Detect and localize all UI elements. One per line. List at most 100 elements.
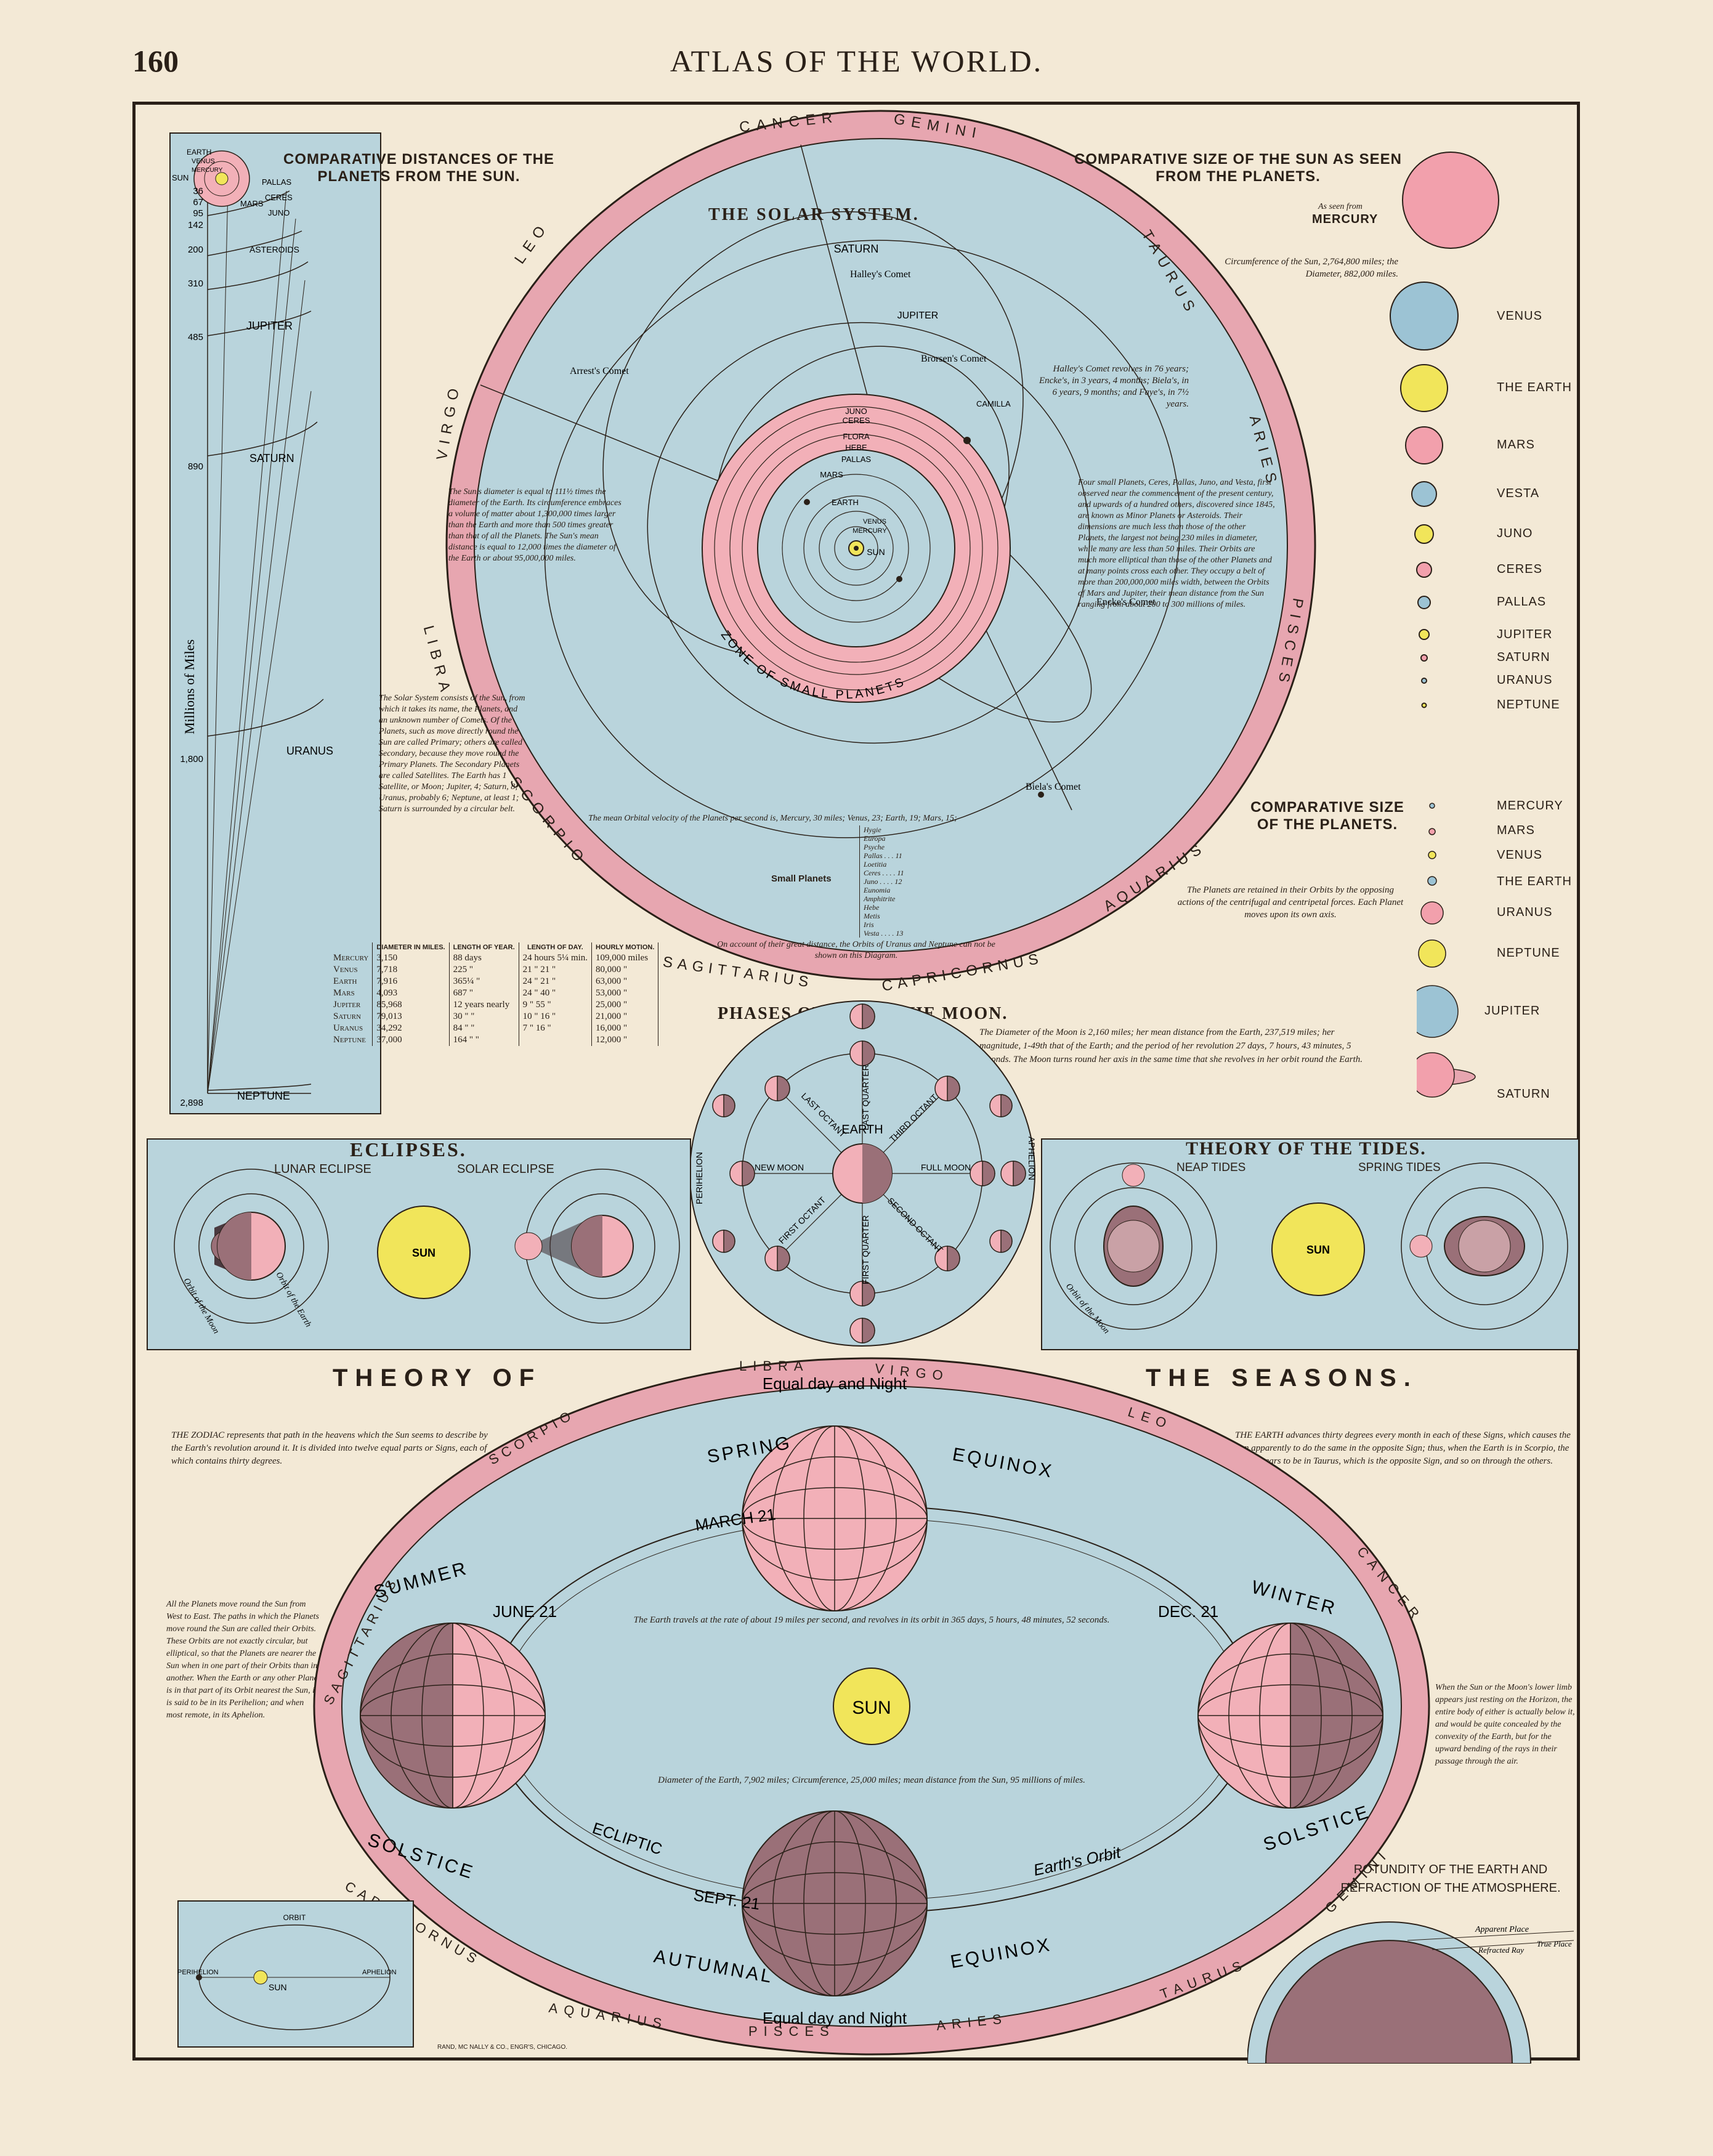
sun-from-earth: THE EARTH [1497,381,1572,394]
earth-travel-note: The Earth travels at the rate of about 1… [633,1615,1110,1625]
note-small-planets: Four small Planets, Ceres, Pallas, Juno,… [1078,478,1275,609]
distances-band-mars: MARS [240,199,264,208]
tides-title: THEORY OF THE TIDES. [1186,1138,1427,1159]
sun-from-uranus: URANUS [1497,673,1553,687]
sun-from-saturn: SATURN [1497,650,1550,664]
planet-size-mars: MARS [1497,824,1535,837]
june-label: JUNE 21 [493,1602,557,1621]
solar-ceres-label: CERES [843,416,870,425]
small-planets-list: Hygie Europa Psyche Pallas . . . 11 Loet… [859,825,937,938]
engraver-credit: RAND, MC NALLY & CO., ENGR'S, CHICAGO. [437,2044,568,2051]
distances-band-mercury: MERCURY [192,167,223,174]
table-cell: 85,968 [372,999,450,1011]
table-cell: 24 " 21 " [519,976,593,987]
table-cell: 21,000 " [591,1011,659,1023]
solar-flora-label: FLORA [843,432,870,441]
dec-label: DEC. 21 [1158,1602,1218,1621]
table-header-hourly: HOURLY MOTION. [591,942,659,952]
small-planet-item: Hebe [864,903,880,912]
small-planet-item: Eunomia [864,886,891,894]
table-cell: 109,000 miles [591,952,659,964]
solar-mars-label: MARS [820,470,843,479]
distances-band-juno: JUNO [268,208,290,217]
solar-system-diagram: SATURN JUPITER CAMILLA Halley's Comet Ar… [445,110,1316,981]
sun-from-ceres: CERES [1497,562,1542,576]
earth-advances-note: THE EARTH advances thirty degrees every … [1235,1430,1571,1466]
sun-size-title: COMPARATIVE SIZE OF THE SUN AS SEEN FROM… [1074,151,1402,185]
distances-axis-label: Millions of Miles [182,639,197,734]
distance-tick: 485 [188,332,203,342]
table-cell: 21 " 21 " [519,964,593,976]
earth-diameter-note: Diameter of the Earth, 7,902 miles; Circ… [658,1775,1085,1785]
solar-pallas-label: PALLAS [841,455,872,464]
small-planet-item: Iris [864,920,874,929]
table-cell: 24 hours 5¼ min. [519,952,593,964]
sun-from-juno: JUNO [1497,527,1533,540]
zodiac-note: THE ZODIAC represents that path in the h… [171,1430,488,1466]
solar-encke-label: Encke's Comet [1096,597,1156,607]
tides-orbit-moon-label: Orbit of the Moon [1064,1282,1111,1335]
planet-size-venus: VENUS [1497,848,1542,862]
sun-from-jupiter: JUPITER [1497,628,1553,641]
distances-band-ceres: CERES [265,193,293,202]
moon-new-moon-label: NEW MOON [755,1162,804,1172]
planet-size-earth: THE EARTH [1497,875,1572,888]
table-cell: Earth [330,976,373,987]
note-solar-system-intro: The Solar System consists of the Sun, fr… [379,694,525,814]
small-planet-item: Pallas . . . 11 [864,851,902,860]
table-cell: 9 " 55 " [519,999,593,1011]
small-planet-item: Juno . . . . 12 [864,877,902,886]
eclipses-title: ECLIPSES. [350,1138,467,1161]
solar-brorsen-label: Brorsen's Comet [921,354,987,364]
table-cell [519,1034,593,1046]
sun-from-mercury: MERCURY [1312,213,1379,226]
solar-saturn-label: SATURN [834,243,879,255]
eclipses-diagram: SUN Orbit of the Moon Orbit of the Earth [174,1169,680,1335]
small-planet-item: Loetitia [864,860,887,869]
distances-band-uranus: URANUS [286,745,333,757]
distance-tick: 200 [188,245,203,255]
perihelion-diagram: ORBIT SUN PERIHELION APHELION [177,1913,397,2030]
west-east-note: All the Planets move round the Sun from … [166,1600,320,1720]
moon-full-moon-label: FULL MOON [921,1162,971,1172]
planet-size-uranus: URANUS [1497,906,1553,919]
planet-size-jupiter: JUPITER [1484,1004,1541,1018]
atlas-title: ATLAS OF THE WORLD. [670,44,1043,78]
distance-tick: 310 [188,278,203,289]
table-cell: 30 " " [449,1011,519,1023]
sun-size-note: Circumference of the Sun, 2,764,800 mile… [1225,257,1398,279]
moon-earth-label: EARTH [841,1123,883,1137]
table-cell: 88 days [449,952,519,964]
sun-from-vesta: VESTA [1497,487,1540,500]
table-cell: Jupiter [330,999,373,1011]
sun-from-mars: MARS [1497,438,1535,452]
refraction-note: When the Sun or the Moon's lower limb ap… [1435,1683,1575,1766]
seasons-title-right: THE SEASONS. [1146,1364,1418,1392]
distance-tick: 890 [188,461,203,472]
distance-tick: 142 [188,220,203,230]
distances-band-asteroids: ASTEROIDS [249,245,299,254]
table-header-diameter: DIAMETER IN MILES. [372,942,450,952]
true-place-label: True Place [1537,1939,1572,1948]
moon-perihelion-label: PERIHELION [694,1152,704,1204]
solar-hebe-label: HEBE [845,443,867,452]
planet-size-title: COMPARATIVE SIZE OF THE PLANETS. [1250,799,1404,833]
perihelion-orbit-label: ORBIT [283,1913,306,1922]
solar-sun-label: SUN [867,547,885,557]
aphelion-label: APHELION [362,1969,397,1976]
table-cell: 79,013 [372,1011,450,1023]
seasons-zodiac-pisces: PISCES [748,2024,835,2039]
apparent-place-label: Apparent Place [1475,1925,1529,1934]
table-cell: Neptune [330,1034,373,1046]
planet-size-neptune: NEPTUNE [1497,946,1560,960]
moon-note: The Diameter of the Moon is 2,160 miles;… [979,1027,1363,1064]
sun-from-venus: VENUS [1497,309,1542,323]
solar-juno-label: JUNO [845,407,867,416]
page-frame [132,102,1580,2061]
solar-biela-label: Biela's Comet [1026,782,1081,792]
distance-tick: 36 [193,186,203,197]
